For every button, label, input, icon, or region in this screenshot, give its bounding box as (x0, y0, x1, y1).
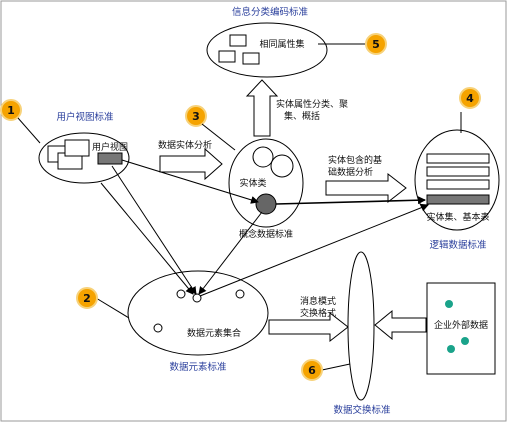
msg-format-label-2: 交换格式 (300, 307, 336, 319)
code-box-1 (229, 34, 247, 47)
badge-6: 6 (301, 359, 323, 381)
data-exchange-ellipse (347, 251, 375, 401)
attr-classify-label-2: 集、概括 (284, 110, 320, 122)
external-dot-2 (461, 337, 469, 345)
attr-classify-arrow (245, 79, 279, 137)
svg-text:6: 6 (308, 364, 316, 377)
data-exchange-standard-title: 数据交换标准 (333, 404, 391, 416)
svg-text:4: 4 (466, 92, 474, 105)
element-dot-2 (235, 289, 245, 299)
base-data-label-1: 实体包含的基 (328, 154, 382, 166)
external-dot-1 (445, 300, 453, 308)
base-data-label-2: 础数据分析 (328, 166, 373, 178)
badge2-connector (95, 297, 130, 319)
svg-text:1: 1 (7, 104, 15, 117)
external-data-label: 企业外部数据 (434, 319, 488, 331)
badge-4: 4 (459, 87, 481, 109)
element-dot-hub (192, 293, 202, 303)
concept-standard-label: 概念数据标准 (239, 228, 293, 240)
same-attr-set-label: 相同属性集 (259, 38, 304, 50)
user-view-standard-title: 用户视图标准 (56, 111, 114, 123)
table-bar-dark (426, 194, 490, 205)
external-data-box (426, 282, 496, 375)
element-dot-1 (176, 289, 186, 299)
badge3-connector (201, 123, 236, 151)
base-data-arrow (325, 172, 407, 204)
table-bar-3 (426, 179, 490, 190)
svg-text:5: 5 (372, 38, 380, 51)
table-bar-1 (426, 153, 490, 164)
logic-data-standard-title: 逻辑数据标准 (429, 239, 487, 251)
svg-text:2: 2 (83, 292, 91, 305)
data-element-standard-title: 数据元素标准 (169, 361, 227, 373)
user-view-block (97, 152, 123, 165)
attr-classify-label-1: 实体属性分类、聚 (276, 98, 348, 110)
external-input-arrow (374, 309, 427, 341)
info-code-standard-title: 信息分类编码标准 (232, 6, 309, 18)
svg-text:3: 3 (192, 110, 200, 123)
user-view-label: 用户视图 (92, 141, 128, 153)
entity-class-label: 实体类 (239, 177, 266, 189)
code-box-2 (218, 50, 236, 63)
entity-to-element-line (198, 211, 263, 295)
entity-analysis-arrow (159, 147, 223, 181)
badge-3: 3 (185, 105, 207, 127)
entity-set-table-label: 实体集、基本表 (426, 211, 489, 223)
view-ellipse-to-element-line (100, 182, 194, 295)
view-to-element-line (111, 165, 197, 295)
data-element-set-label: 数据元素集合 (187, 327, 241, 339)
msg-format-label-1: 消息模式 (300, 295, 336, 307)
entity-to-table-line (275, 196, 426, 205)
entity-dark-circle (255, 193, 277, 215)
info-code-ellipse (206, 22, 328, 78)
external-dot-3 (447, 345, 455, 353)
view-doc-3 (64, 139, 90, 157)
entity-analysis-label: 数据实体分析 (158, 139, 212, 151)
badge-1: 1 (0, 99, 22, 121)
badge1-connector (17, 117, 41, 144)
entity-circle-2 (270, 154, 294, 178)
table-bar-2 (426, 166, 490, 177)
element-dot-3 (153, 323, 163, 333)
badge-5: 5 (365, 33, 387, 55)
data-element-ellipse (127, 270, 269, 356)
msg-format-arrow (268, 311, 349, 343)
entity-circle-1 (252, 146, 274, 168)
view-to-entity-line (121, 159, 259, 204)
badge-2: 2 (76, 287, 98, 309)
badge6-connector (321, 363, 351, 371)
code-box-3 (242, 52, 260, 65)
element-to-table-line (199, 203, 429, 297)
